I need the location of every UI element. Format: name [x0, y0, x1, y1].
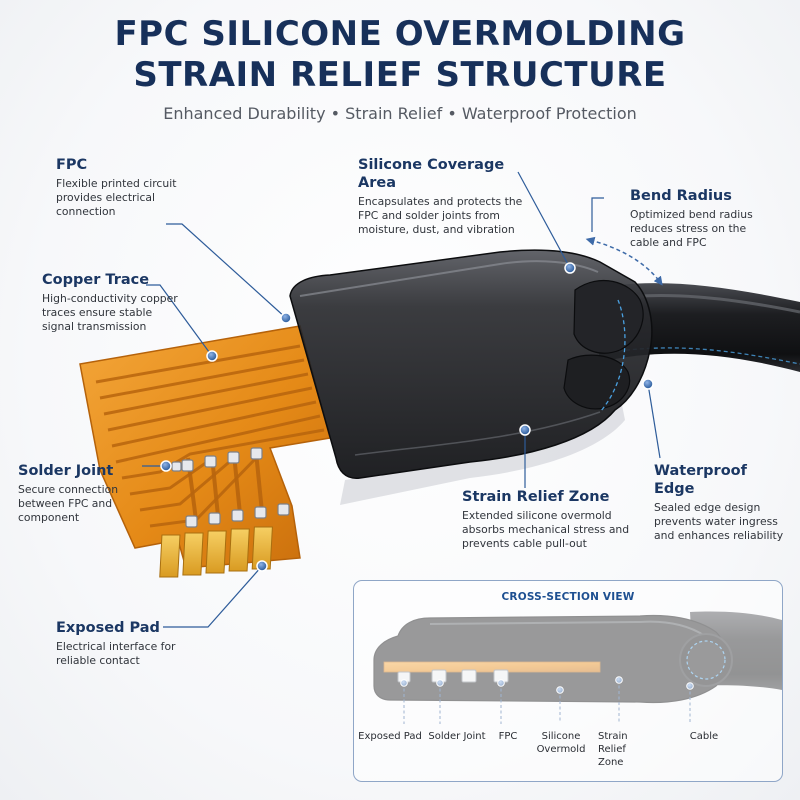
cs-label-solder-joint: Solder Joint: [428, 731, 486, 742]
callout-waterproof-edge-description: Sealed edge design prevents water ingres…: [654, 501, 784, 543]
cs-label-strain-relief-zone: Strain Relief Zone: [598, 731, 628, 768]
cross-section-title: CROSS-SECTION VIEW: [501, 591, 635, 603]
callout-strain-relief-title: Strain Relief Zone: [462, 489, 610, 505]
cross-section-panel: [353, 580, 783, 782]
solder-joints: [171, 447, 290, 528]
callout-copper-trace-title: Copper Trace: [42, 272, 150, 288]
callout-copper-trace-description: High-conductivity copper traces ensure s…: [42, 292, 178, 334]
cs-label-fpc: FPC: [498, 731, 518, 742]
callout-strain-relief-description: Extended silicone overmold absorbs mecha…: [462, 509, 630, 551]
callout-bend-radius: Bend Radius Optimized bend radius reduce…: [630, 187, 778, 251]
callout-waterproof-edge: Waterproof Edge Sealed edge design preve…: [654, 462, 784, 544]
callout-copper-trace: Copper Trace High-conductivity copper tr…: [42, 271, 182, 335]
cs-label-silicone-overmold: Silicone Overmold: [536, 731, 586, 755]
callout-fpc-description: Flexible printed circuit provides electr…: [56, 177, 177, 219]
fpc-marker-dot: [280, 312, 292, 324]
fpc-board: [79, 325, 331, 569]
solder-joint-marker-dot: [160, 460, 172, 472]
cs-label-exposed-pad: Exposed Pad: [358, 731, 422, 742]
callout-silicone-coverage: Silicone Coverage Area Encapsulates and …: [358, 156, 523, 238]
callout-silicone-coverage-description: Encapsulates and protects the FPC and so…: [358, 195, 523, 237]
callout-exposed-pad: Exposed Pad Electrical interface for rel…: [56, 619, 186, 668]
callout-exposed-pad-description: Electrical interface for reliable contac…: [56, 640, 176, 668]
silicone-overmold: [289, 249, 653, 505]
leader-lines: [142, 171, 661, 628]
callout-silicone-coverage-title: Silicone Coverage Area: [358, 157, 505, 191]
callout-solder-joint: Solder Joint Secure connection between F…: [18, 462, 130, 526]
callout-solder-joint-description: Secure connection between FPC and compon…: [18, 483, 119, 525]
callout-fpc-title: FPC: [56, 157, 88, 173]
copper-trace-marker-dot: [206, 350, 218, 362]
waterproof-edge-marker-dot: [642, 378, 654, 390]
callout-fpc: FPC Flexible printed circuit provides el…: [56, 156, 206, 220]
exposed-pads: [159, 526, 273, 578]
callout-bend-radius-title: Bend Radius: [630, 188, 732, 204]
page-title-line-1: FPC SILICONE OVERMOLDING: [114, 14, 686, 54]
page-subtitle: Enhanced Durability • Strain Relief • Wa…: [163, 104, 637, 123]
callout-dots: [160, 262, 654, 572]
callout-bend-radius-description: Optimized bend radius reduces stress on …: [630, 208, 753, 250]
callout-waterproof-edge-title: Waterproof Edge: [654, 463, 747, 497]
callout-strain-relief: Strain Relief Zone Extended silicone ove…: [462, 488, 632, 552]
exposed-pad-marker-dot: [256, 560, 268, 572]
callout-solder-joint-title: Solder Joint: [18, 463, 114, 479]
cs-label-cable: Cable: [689, 731, 719, 742]
bend-radius-arrow: [585, 236, 663, 286]
strain-relief-marker-dot: [519, 424, 531, 436]
silicone-coverage-marker-dot: [564, 262, 576, 274]
page-title-line-2: STRAIN RELIEF STRUCTURE: [133, 55, 667, 95]
callout-exposed-pad-title: Exposed Pad: [56, 620, 160, 636]
